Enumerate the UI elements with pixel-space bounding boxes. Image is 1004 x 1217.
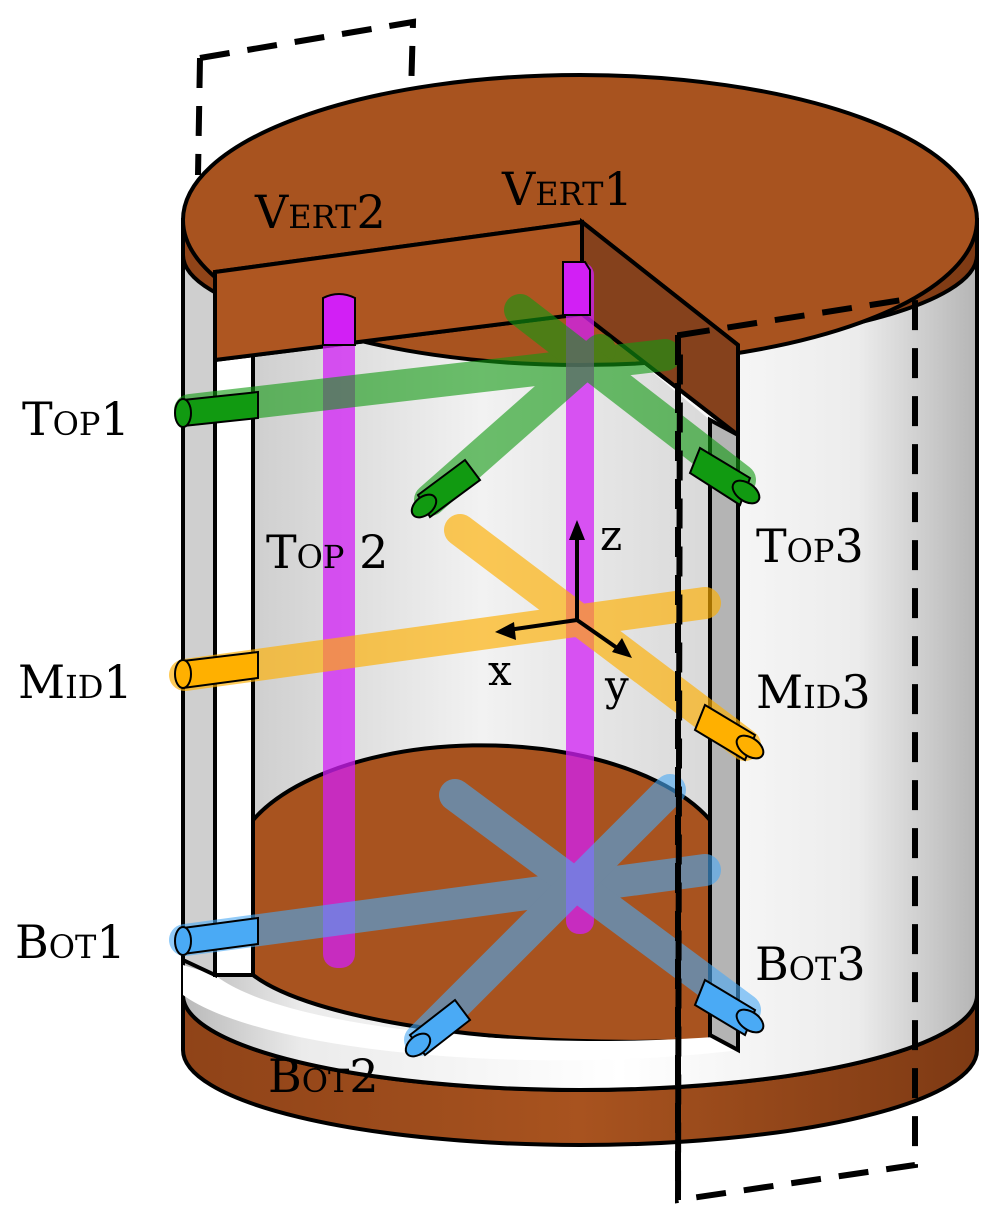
- label-top2: Top 2: [266, 525, 388, 579]
- bot-sensors: [169, 774, 761, 1056]
- mid1-stub: [174, 650, 259, 690]
- label-bot3: Bot3: [755, 937, 866, 991]
- axis-label-x: x: [488, 646, 512, 695]
- axis-label-y: y: [604, 661, 629, 710]
- bot2-stub: [404, 998, 472, 1058]
- label-top1: Top1: [22, 392, 130, 446]
- label-bot2: Bot2: [268, 1049, 379, 1103]
- mid3-stub: [693, 703, 765, 762]
- vertical-sensor-2: [322, 293, 356, 968]
- top3-stub: [688, 446, 761, 507]
- label-top3: Top3: [756, 519, 864, 573]
- label-vert1: Vert1: [501, 162, 633, 216]
- cut-plane-back: [195, 18, 417, 176]
- axes: [495, 520, 632, 658]
- top2-stub: [410, 458, 482, 519]
- label-mid3: Mid3: [756, 665, 871, 719]
- label-vert2: Vert2: [254, 185, 386, 239]
- bot3-stub: [693, 978, 765, 1037]
- bot1-stub: [174, 916, 259, 956]
- label-bot1: Bot1: [15, 915, 126, 969]
- left-wall-slice: [181, 251, 217, 979]
- top1-stub: [174, 390, 259, 428]
- vertical-sensor-1: [562, 261, 594, 934]
- label-mid1: Mid1: [18, 655, 133, 709]
- axis-label-z: z: [600, 511, 622, 560]
- cut-plane-front: [674, 294, 918, 1204]
